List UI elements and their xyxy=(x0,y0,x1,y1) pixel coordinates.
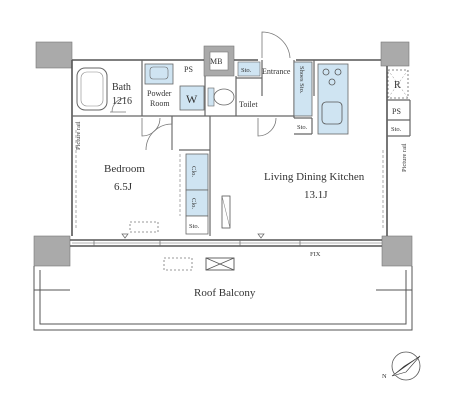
stove-icon xyxy=(322,68,342,86)
kitchen-sink xyxy=(321,101,343,125)
balcony-ac-unit-2 xyxy=(205,257,235,271)
closet-1-label: Clo. xyxy=(190,166,197,177)
doors xyxy=(141,31,291,151)
bedroom-storage xyxy=(185,215,209,235)
sto-top-box xyxy=(237,61,261,77)
balcony-ac-unit-1 xyxy=(163,257,193,271)
sto-small-label: Sto. xyxy=(297,124,308,131)
outer-walls xyxy=(70,59,388,247)
ldk-size: 13.1J xyxy=(304,189,328,201)
picture-rail-right-label: Picture rail xyxy=(401,143,408,172)
entrance-label: Entrance xyxy=(262,67,291,76)
toilet-label: Toilet xyxy=(239,100,258,109)
washer xyxy=(179,85,205,111)
ps-right-label: PS xyxy=(392,107,401,116)
ldk-label: Living Dining Kitchen xyxy=(264,171,365,183)
fix-label: FIX xyxy=(310,251,321,258)
bathtub xyxy=(76,67,108,111)
column-bottom-right xyxy=(381,235,413,267)
bath-label: Bath xyxy=(112,82,131,93)
compass-label: N xyxy=(382,373,387,380)
column-bottom-left xyxy=(33,235,71,267)
closet-2-label: Clo. xyxy=(190,198,197,209)
window-markers xyxy=(72,233,382,246)
shoes-storage xyxy=(293,61,313,117)
picture-rail-left-label: Picture rail xyxy=(75,121,82,150)
ldk-panel xyxy=(221,195,231,229)
refrigerator-label: R xyxy=(394,80,401,91)
walls xyxy=(33,41,413,267)
washer-label: W xyxy=(186,92,198,106)
toilet-tank xyxy=(207,87,215,107)
ps-top-label: PS xyxy=(184,65,193,74)
bath-size: 1216 xyxy=(112,96,132,107)
column-top-right xyxy=(380,41,410,67)
column-top-left xyxy=(35,41,73,69)
bedroom-size: 6.5J xyxy=(114,181,133,193)
sto-right-label: Sto. xyxy=(391,126,402,133)
kitchen-counter xyxy=(317,63,349,135)
shoes-sto-label: Shoes Sto. xyxy=(298,66,305,94)
refrigerator xyxy=(387,69,409,99)
bedroom-sto-label: Sto. xyxy=(189,223,200,230)
north-arrow-icon: N xyxy=(382,351,421,381)
roof-balcony-label: Roof Balcony xyxy=(194,287,256,299)
toilet-bowl xyxy=(213,88,235,106)
powder-room-label-2: Room xyxy=(150,99,170,108)
sto-top-label: Sto. xyxy=(241,67,252,74)
balcony-railing xyxy=(33,266,413,331)
powder-room-label-1: Powder xyxy=(147,89,172,98)
interior-walls xyxy=(72,60,411,236)
bedroom-label: Bedroom xyxy=(104,163,145,175)
bedroom-bench xyxy=(129,221,159,233)
mb-label: MB xyxy=(210,57,222,66)
